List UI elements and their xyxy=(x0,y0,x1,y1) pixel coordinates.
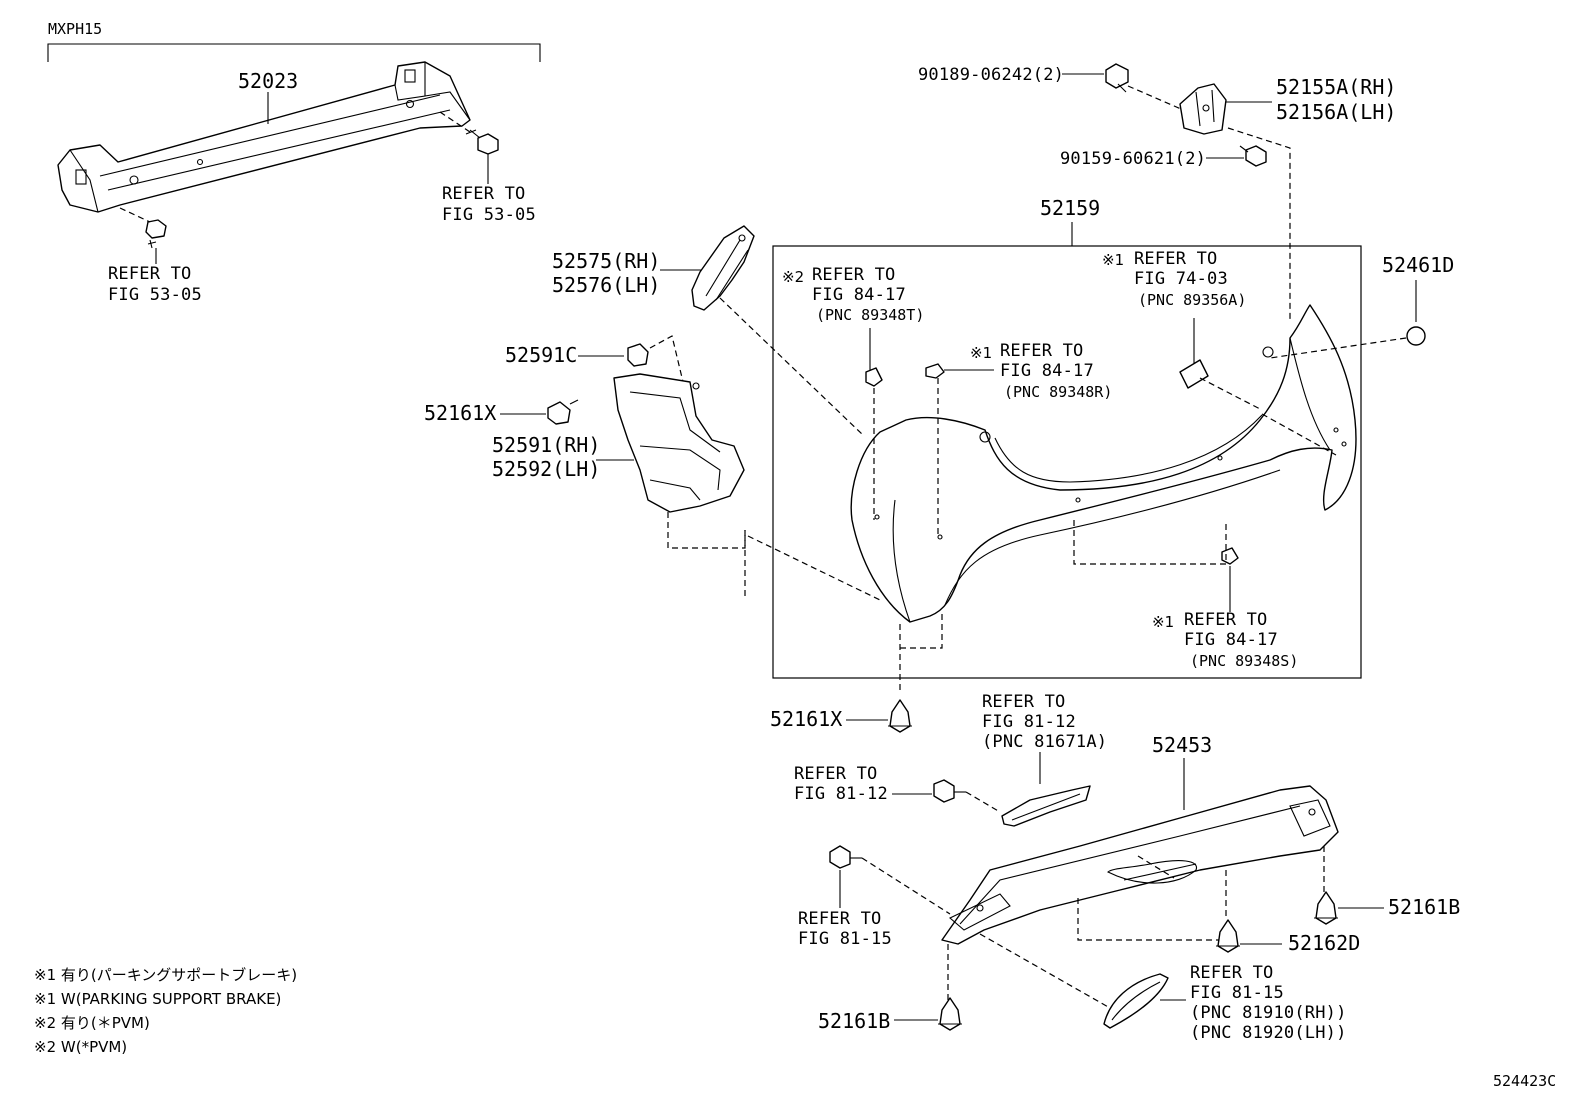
bolt-icon xyxy=(1105,63,1129,93)
part-label-52461d: 52461D xyxy=(1382,253,1454,277)
ref-sensor-s-mark: ※1 xyxy=(1152,613,1174,631)
bumper-cover-group-frame xyxy=(772,245,1362,679)
reflector-icon[interactable] xyxy=(1001,785,1091,827)
ref-reflector-line2: FIG 81-12 xyxy=(982,712,1076,732)
part-label-52161x-lower: 52161X xyxy=(770,707,842,731)
ref-bolt-left-line2: FIG 53-05 xyxy=(108,285,202,305)
ref-sensor-a-line1: REFER TO xyxy=(1134,249,1217,269)
bolt-icon xyxy=(145,219,167,249)
bumper-side-retainer[interactable] xyxy=(613,373,745,513)
ref-sensor-r-line1: REFER TO xyxy=(1000,341,1083,361)
rear-bumper-cover[interactable] xyxy=(850,304,1357,623)
ref-bolt-left-line1: REFER TO xyxy=(108,264,191,284)
ref-sensor-r-line3: (PNC 89348R) xyxy=(1004,383,1112,401)
plug-icon xyxy=(1406,326,1426,346)
bumper-reinforcement[interactable] xyxy=(57,61,471,213)
part-label-52155a: 52155A(RH) xyxy=(1276,75,1396,99)
ref-sensor-a-line3: (PNC 89356A) xyxy=(1138,291,1246,309)
sensor-bracket-icon xyxy=(925,363,945,379)
model-group-bracket: MXPH15 xyxy=(47,20,541,62)
model-code: MXPH15 xyxy=(48,20,102,38)
ref-lamp-line4: (PNC 81920(LH)) xyxy=(1190,1023,1347,1043)
reflex-lamp-icon[interactable] xyxy=(1103,973,1169,1029)
ref-sensor-s-line2: FIG 84-17 xyxy=(1184,630,1278,650)
part-label-90189: 90189-06242(2) xyxy=(918,65,1064,85)
clip-icon xyxy=(938,997,962,1031)
clip-icon xyxy=(888,699,912,733)
lower-bumper-cover[interactable] xyxy=(941,785,1339,945)
ref-sensor-r-mark: ※1 xyxy=(970,344,992,362)
part-label-52453: 52453 xyxy=(1152,733,1212,757)
ref-sensor-a-mark: ※1 xyxy=(1102,251,1124,269)
part-label-52591c: 52591C xyxy=(505,343,577,367)
clip-icon xyxy=(1216,919,1240,953)
part-label-52591: 52591(RH) xyxy=(492,433,600,457)
nut-icon xyxy=(1239,145,1267,167)
part-label-52576: 52576(LH) xyxy=(552,273,660,297)
ref-lamp-line3: (PNC 81910(RH)) xyxy=(1190,1003,1347,1023)
sensor-bracket-icon xyxy=(865,367,883,387)
clip-icon xyxy=(1314,891,1338,925)
bolt-icon xyxy=(465,129,499,155)
ref-sensor-r-line2: FIG 84-17 xyxy=(1000,361,1094,381)
ref-sensor-t-line2: FIG 84-17 xyxy=(812,285,906,305)
part-label-52162d: 52162D xyxy=(1288,931,1360,955)
part-label-52023: 52023 xyxy=(238,69,298,93)
figure-id: 524423C xyxy=(1493,1072,1556,1090)
footnote-1-en: ※1 W(PARKING SUPPORT BRAKE) xyxy=(34,990,281,1008)
part-label-52575: 52575(RH) xyxy=(552,249,660,273)
ref-screw-lower-line1: REFER TO xyxy=(798,909,881,929)
ref-sensor-t-line3: (PNC 89348T) xyxy=(816,306,924,324)
clip-icon xyxy=(547,399,579,425)
ref-screw-reflector-line2: FIG 81-12 xyxy=(794,784,888,804)
part-label-52161b-bottom: 52161B xyxy=(818,1009,890,1033)
ref-lamp-line1: REFER TO xyxy=(1190,963,1273,983)
ref-reflector-line3: (PNC 81671A) xyxy=(982,732,1107,752)
ref-bolt-right-line1: REFER TO xyxy=(442,184,525,204)
ref-sensor-t-line1: REFER TO xyxy=(812,265,895,285)
ref-lamp-line2: FIG 81-15 xyxy=(1190,983,1284,1003)
ref-reflector-line1: REFER TO xyxy=(982,692,1065,712)
side-support-bracket[interactable] xyxy=(691,225,755,311)
ref-sensor-s-line3: (PNC 89348S) xyxy=(1190,652,1298,670)
ref-screw-lower-line2: FIG 81-15 xyxy=(798,929,892,949)
part-label-90159: 90159-60621(2) xyxy=(1060,149,1206,169)
sensor-pad-icon xyxy=(1179,359,1209,389)
part-label-52159: 52159 xyxy=(1040,196,1100,220)
footnote-2-en: ※2 W(*PVM) xyxy=(34,1038,127,1056)
ref-sensor-s-line1: REFER TO xyxy=(1184,610,1267,630)
footnote-1-jp: ※1 有り(パーキングサポートブレーキ) xyxy=(34,966,297,984)
ref-sensor-t-mark: ※2 xyxy=(782,268,804,286)
sensor-bracket-icon xyxy=(1221,547,1239,565)
footnote-2-jp: ※2 有り(＊PVM) xyxy=(34,1014,150,1032)
bumper-bracket[interactable] xyxy=(1179,83,1227,135)
part-label-52161b-right: 52161B xyxy=(1388,895,1460,919)
ref-sensor-a-line2: FIG 74-03 xyxy=(1134,269,1228,289)
screw-icon xyxy=(829,845,862,869)
footnotes: ※1 有り(パーキングサポートブレーキ) ※1 W(PARKING SUPPOR… xyxy=(34,966,297,1056)
part-label-52156a: 52156A(LH) xyxy=(1276,100,1396,124)
part-label-52161x-side: 52161X xyxy=(424,401,496,425)
screw-icon xyxy=(933,779,966,803)
nut-clip-icon xyxy=(627,343,649,367)
part-label-52592: 52592(LH) xyxy=(492,457,600,481)
ref-bolt-right-line2: FIG 53-05 xyxy=(442,205,536,225)
ref-screw-reflector-line1: REFER TO xyxy=(794,764,877,784)
